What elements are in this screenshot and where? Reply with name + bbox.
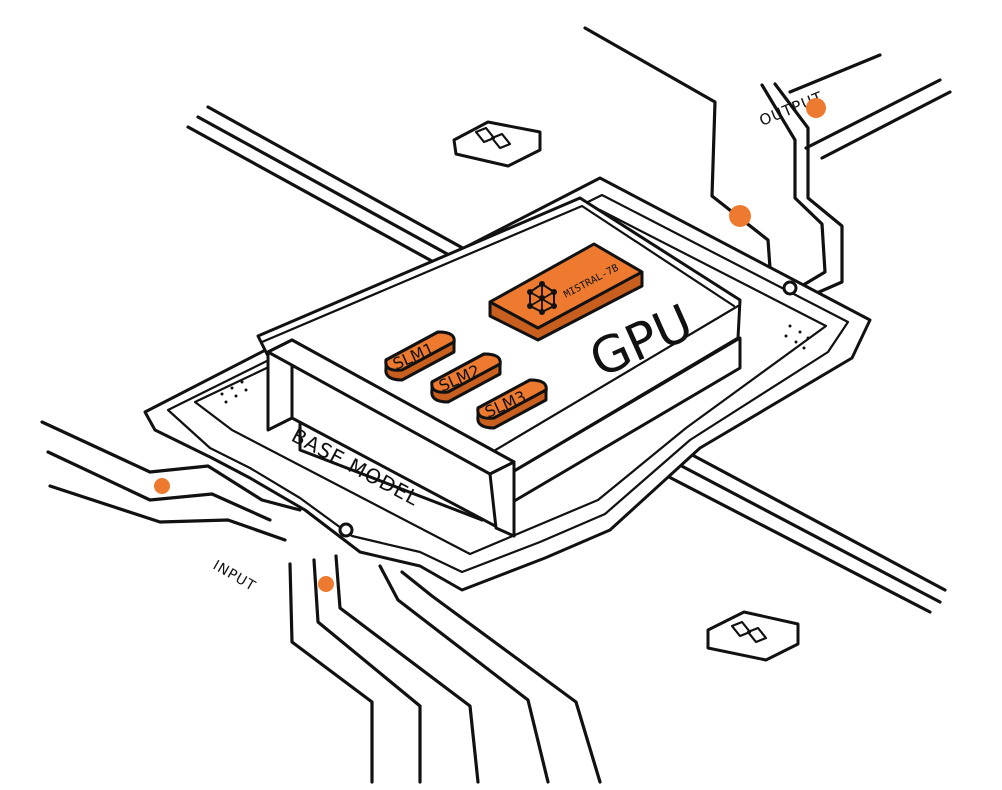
slm2-chip: SLM2 xyxy=(430,352,502,404)
input-label: INPUT xyxy=(210,558,259,595)
signal-nodes xyxy=(154,98,826,592)
rail-lines xyxy=(186,105,947,614)
output-node xyxy=(729,205,751,227)
main-chip: MISTRAL-7B xyxy=(488,242,644,342)
network-node-icon xyxy=(527,281,557,315)
contact-pad-icon xyxy=(706,610,800,662)
base-model-slot xyxy=(266,338,516,538)
slm1-chip: SLM1 xyxy=(384,330,456,382)
pad-dots xyxy=(220,324,810,404)
input-node xyxy=(318,576,334,592)
input-node xyxy=(154,478,170,494)
output-node xyxy=(806,98,826,118)
input-traces xyxy=(40,420,602,784)
contact-pad-icon xyxy=(452,120,542,168)
